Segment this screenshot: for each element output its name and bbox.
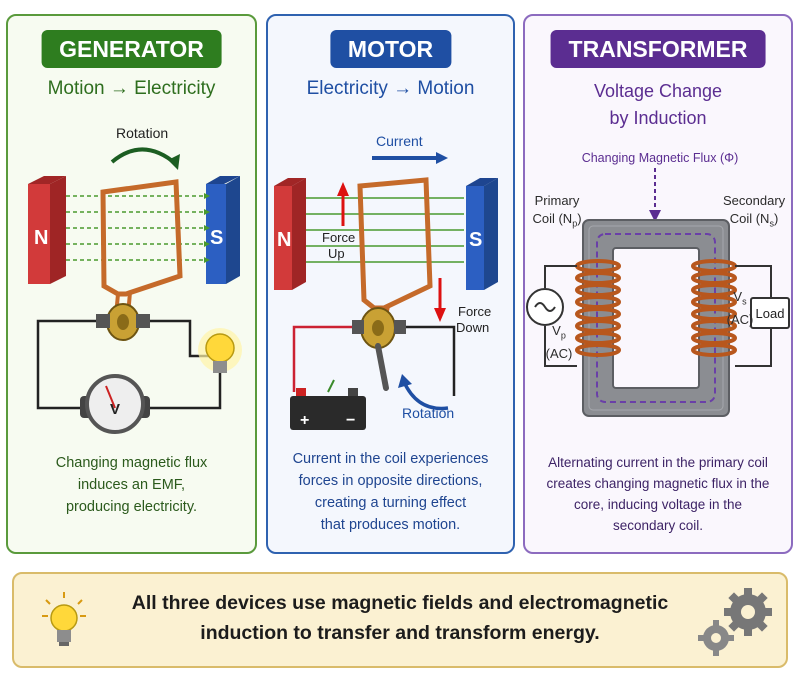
motor-field-lines — [306, 197, 464, 263]
load-label: Load — [756, 306, 785, 321]
motor-caption: Current in the coil experiences forces i… — [292, 451, 489, 533]
force-up-label-2: Up — [328, 246, 345, 261]
generator-caption: Changing magnetic flux induces an EMF, p… — [55, 455, 208, 515]
secondary-voltage-label: Vs (AC) — [726, 289, 754, 327]
secondary-coil — [691, 259, 737, 357]
voltmeter-label: V — [110, 401, 120, 418]
generator-panel: GENERATOR Motion → Electricity — [6, 14, 257, 554]
generator-title: GENERATOR — [41, 30, 222, 68]
transformer-panel: TRANSFORMER Voltage Change by Induction … — [523, 14, 793, 554]
force-down-label-1: Force — [458, 304, 491, 319]
current-label: Current — [376, 133, 423, 149]
motor-panel: MOTOR Electricity → Motion Current — [266, 14, 515, 554]
transformer-caption: Alternating current in the primary coil … — [546, 455, 770, 533]
voltmeter — [85, 374, 145, 434]
motor-shaft — [375, 343, 389, 391]
summary-text: All three devices use magnetic fields an… — [131, 592, 669, 644]
south-magnet — [206, 184, 226, 284]
motor-rotation-arrow — [402, 381, 449, 411]
force-down-label-2: Down — [456, 320, 489, 335]
motor-south-label: S — [469, 229, 482, 251]
primary-voltage-label: Vp (AC) — [545, 323, 573, 361]
transformer-title: TRANSFORMER — [550, 30, 766, 68]
north-label: N — [34, 227, 48, 249]
positive-wire — [292, 325, 352, 392]
motor-north-magnet — [274, 186, 292, 290]
motor-diagram: Current — [274, 133, 498, 430]
north-magnet — [28, 184, 50, 284]
load-box — [750, 297, 790, 329]
primary-coil — [575, 259, 621, 357]
battery — [290, 396, 366, 430]
transformer-subtitle: Voltage Change by Induction — [593, 81, 723, 128]
motor-title: MOTOR — [329, 30, 452, 68]
generator-coil — [100, 179, 183, 297]
secondary-circuit — [735, 265, 772, 367]
battery-minus: − — [346, 412, 355, 429]
rotation-arrowhead — [168, 154, 180, 170]
motor-north-label: N — [277, 229, 291, 251]
battery-plus: + — [300, 412, 309, 429]
rotation-arrow — [110, 147, 178, 166]
secondary-coil-label: Secondary Coil (Ns) — [723, 193, 786, 229]
field-lines — [66, 195, 204, 261]
north-magnet-top — [28, 176, 66, 184]
rotation-label: Rotation — [116, 125, 168, 141]
flux-label: Changing Magnetic Flux (Φ) — [582, 151, 739, 165]
motor-south-magnet — [466, 186, 484, 290]
force-up-label-1: Force — [322, 230, 355, 245]
generator-diagram: V N S Rotation — [28, 125, 242, 434]
primary-coil-label: Primary Coil (Np) — [532, 193, 582, 229]
motor-rotation-label: Rotation — [402, 405, 454, 421]
light-bulb-icon — [205, 333, 235, 363]
motor-subtitle: Electricity → Motion — [306, 78, 475, 99]
motor-coil — [357, 177, 433, 311]
gears-icon — [698, 588, 772, 656]
circuit-wire — [36, 319, 96, 410]
primary-circuit — [544, 265, 577, 367]
south-label: S — [210, 227, 223, 249]
generator-subtitle: Motion → Electricity — [47, 78, 216, 99]
summary-banner: All three devices use magnetic fields an… — [12, 572, 788, 668]
transformer-diagram: Changing Magnetic Flux (Φ) — [526, 151, 790, 417]
light-bulb-icon — [42, 592, 86, 646]
